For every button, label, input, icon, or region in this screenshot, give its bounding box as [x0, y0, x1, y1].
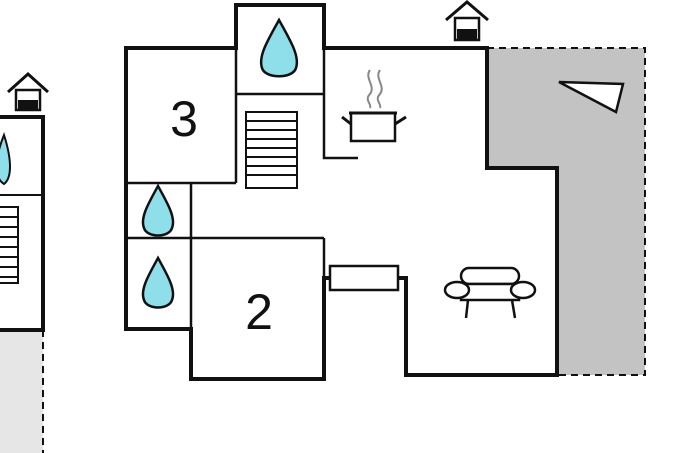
- terrace-border: [487, 47, 646, 376]
- adjacent-unit: [0, 71, 50, 453]
- stairs-icon: [245, 111, 298, 189]
- cooking-pot-icon: [341, 69, 407, 143]
- triangle-terrace-icon: [558, 80, 625, 114]
- terrace: [487, 47, 646, 376]
- water-drop-icon: [141, 255, 175, 309]
- water-drop-icon: [259, 17, 299, 78]
- room-number-3: 3: [170, 91, 198, 147]
- adjacent-terrace: [0, 330, 43, 453]
- interior-walls: [126, 48, 358, 329]
- house-entrance-icon: [6, 71, 50, 112]
- terrace-area: [487, 48, 645, 375]
- stairs-icon: [0, 206, 19, 284]
- water-drop-icon: [141, 183, 175, 237]
- bed-icon: [328, 264, 400, 292]
- house-entrance-icon: [445, 0, 489, 42]
- adjacent-wall: [0, 115, 45, 332]
- sofa-icon: [443, 266, 537, 319]
- water-drop-icon: [0, 132, 11, 186]
- room-number-2: 2: [245, 284, 273, 340]
